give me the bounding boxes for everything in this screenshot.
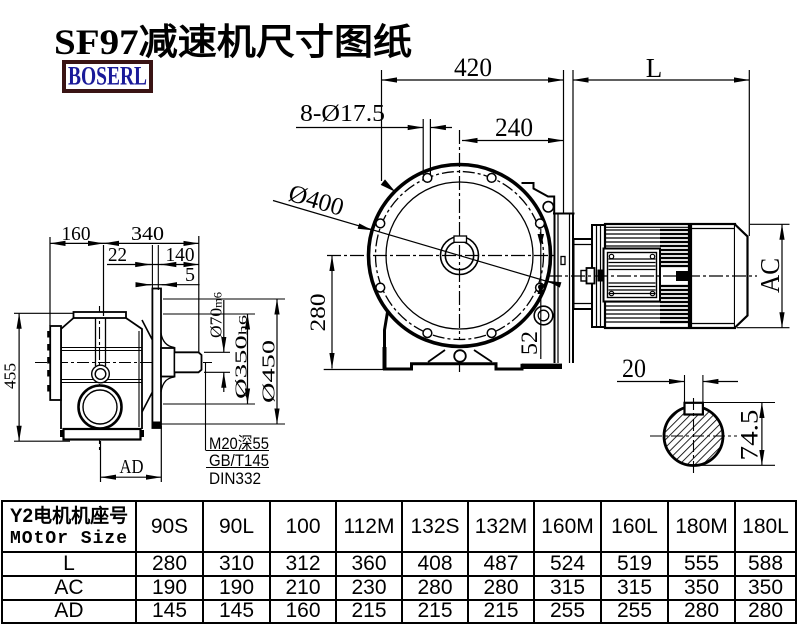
svg-text:420: 420 — [454, 53, 492, 82]
svg-text:Ø400: Ø400 — [285, 180, 346, 222]
svg-text:8-Ø17.5: 8-Ø17.5 — [300, 101, 385, 127]
svg-text:52: 52 — [517, 331, 542, 355]
svg-text:M20深55: M20深55 — [209, 434, 269, 453]
svg-text:Ø350h6: Ø350h6 — [232, 315, 251, 399]
svg-text:Ø450: Ø450 — [259, 340, 279, 403]
svg-text:DIN332: DIN332 — [209, 469, 261, 488]
svg-text:AC: AC — [755, 258, 785, 293]
svg-text:280: 280 — [305, 294, 330, 332]
svg-text:AD: AD — [120, 456, 144, 478]
svg-text:5: 5 — [185, 264, 195, 286]
svg-text:22: 22 — [108, 244, 127, 266]
svg-text:BOSERL: BOSERL — [68, 64, 147, 89]
svg-text:340: 340 — [131, 223, 164, 245]
svg-text:20: 20 — [622, 354, 646, 383]
svg-text:140: 140 — [166, 244, 195, 266]
svg-text:L: L — [646, 53, 663, 83]
svg-text:240: 240 — [495, 113, 533, 142]
svg-text:160: 160 — [62, 223, 91, 245]
svg-text:GB/T145: GB/T145 — [209, 451, 269, 470]
svg-text:Ø70m6: Ø70m6 — [207, 292, 226, 338]
svg-text:455: 455 — [1, 363, 20, 389]
svg-text:74.5: 74.5 — [737, 410, 764, 461]
